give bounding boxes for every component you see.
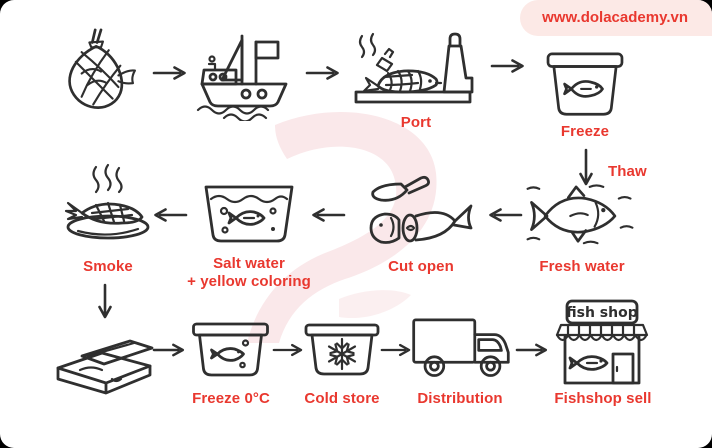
cold-store-tub-icon bbox=[300, 322, 384, 378]
arrow-left-icon bbox=[308, 207, 346, 223]
step-label-thaw: Thaw bbox=[608, 163, 647, 180]
freeze-tub-icon bbox=[187, 321, 274, 379]
fishing-net-icon bbox=[52, 27, 150, 119]
step-label-fresh-water: Fresh water bbox=[539, 258, 625, 275]
step-label-salt-water-line1: Salt water bbox=[213, 255, 285, 272]
step-label-freeze-0c: Freeze 0°C bbox=[192, 390, 270, 407]
arrow-left-icon bbox=[150, 207, 188, 223]
site-url-badge: www.dolacademy.vn bbox=[520, 0, 712, 36]
step-label-distribution: Distribution bbox=[417, 390, 503, 407]
arrow-right-icon bbox=[152, 65, 190, 81]
open-box-icon bbox=[52, 322, 156, 395]
down-arrow-icon bbox=[97, 283, 113, 323]
step-label-freeze: Freeze bbox=[560, 123, 610, 140]
step-label-cut-open: Cut open bbox=[388, 258, 454, 275]
fishing-boat-icon bbox=[190, 26, 298, 121]
step-label-fishshop-sell: Fishshop sell bbox=[554, 390, 652, 407]
step-label-port: Port bbox=[400, 114, 432, 131]
arrow-right-icon bbox=[272, 342, 306, 358]
smoked-fish-icon bbox=[58, 163, 158, 241]
step-label-cold-store: Cold store bbox=[304, 390, 380, 407]
arrow-right-icon bbox=[490, 58, 528, 74]
shop-sign-text: fish shop bbox=[566, 305, 638, 321]
step-label-salt-water-line2: + yellow coloring bbox=[187, 273, 311, 290]
thaw-down-arrow-icon bbox=[578, 148, 594, 190]
salt-water-tub-icon bbox=[200, 183, 298, 243]
arrow-right-icon bbox=[515, 342, 551, 358]
fish-shop-icon: fish shop bbox=[551, 299, 653, 387]
arrow-right-icon bbox=[152, 342, 188, 358]
fish-fresh-water-icon bbox=[524, 183, 636, 249]
knife-cut-fish-icon bbox=[363, 174, 479, 252]
freeze-container-icon bbox=[540, 50, 630, 122]
port-lighthouse-icon bbox=[352, 30, 480, 110]
step-label-smoke: Smoke bbox=[83, 258, 133, 275]
arrow-left-icon bbox=[485, 207, 523, 223]
watermark-logo bbox=[243, 103, 445, 345]
arrow-right-icon bbox=[380, 342, 414, 358]
arrow-right-icon bbox=[305, 65, 343, 81]
delivery-truck-icon bbox=[407, 311, 513, 378]
